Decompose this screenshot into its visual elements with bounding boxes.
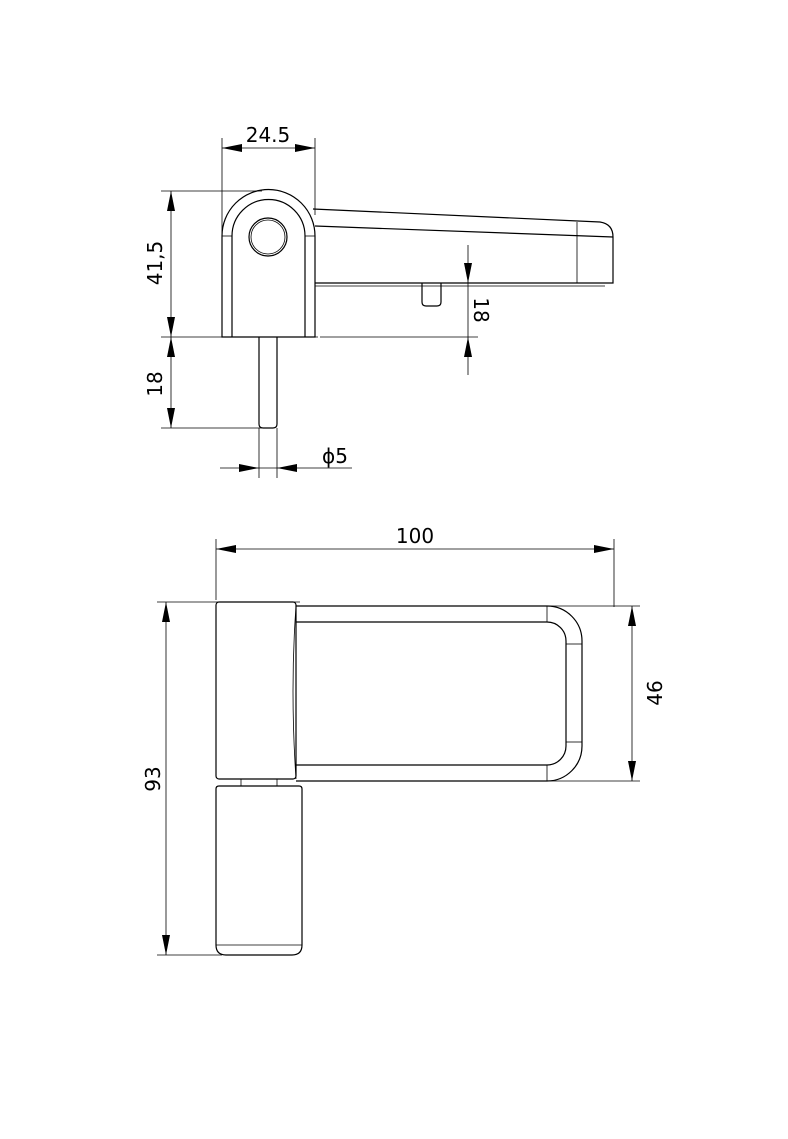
hinge-pin — [258, 337, 278, 429]
dim-pin-length-label: 18 — [143, 371, 167, 396]
dim-total-height-label: 93 — [141, 766, 165, 791]
axle-hole — [248, 217, 288, 257]
hinge-arm — [312, 208, 614, 284]
dim-height: 41,5 — [143, 190, 318, 338]
dim-plate-width-label: 46 — [643, 680, 667, 705]
dim-height-label: 41,5 — [143, 241, 167, 286]
dim-pin-length: 18 — [143, 337, 262, 429]
hinge-knuckle-inner — [231, 198, 306, 337]
side-view: 24.5 41,5 18 ϕ5 — [143, 123, 614, 478]
dim-width: 24.5 — [221, 123, 316, 337]
dim-length-label: 100 — [396, 524, 434, 548]
dim-offset-label: 18 — [469, 297, 493, 322]
lower-knuckle — [215, 785, 303, 956]
dim-pin-diameter-label: ϕ5 — [322, 444, 348, 468]
dim-total-height: 93 — [141, 601, 300, 956]
hinge-knuckle-outer — [221, 188, 316, 338]
dim-offset: 18 — [320, 245, 493, 375]
dim-width-label: 24.5 — [246, 123, 291, 147]
dim-length: 100 — [215, 524, 615, 607]
dim-plate-width: 46 — [547, 605, 667, 782]
dim-pin-diameter: ϕ5 — [220, 428, 352, 478]
hinge-plate-outer — [296, 605, 583, 782]
top-view: 100 93 46 — [141, 524, 667, 956]
hinge-peg — [421, 283, 442, 307]
hinge-plate-inner — [296, 621, 567, 766]
upper-knuckle — [215, 601, 297, 780]
